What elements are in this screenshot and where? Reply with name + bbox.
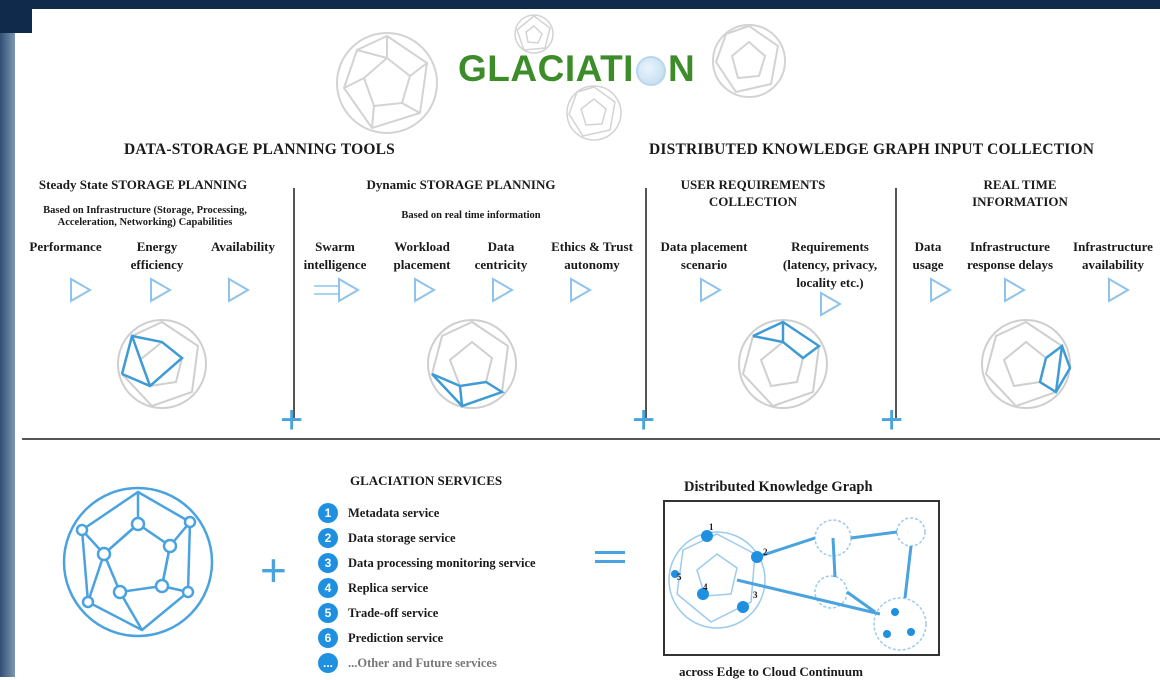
sphere-steady-icon (117, 319, 207, 409)
kg-caption: across Edge to Cloud Continuum (679, 664, 863, 679)
service-label: Prediction service (348, 630, 444, 645)
user-req-item-requirements: Requirements (latency, privacy, locality… (782, 239, 878, 290)
left-frame-bar (0, 9, 15, 677)
service-label: ...Other and Future services (348, 655, 497, 670)
service-number: 3 (318, 553, 338, 573)
glaciation-sphere-icon (62, 486, 214, 638)
play-icon (492, 277, 514, 303)
dynamic-subtitle: Based on real time information (401, 210, 541, 221)
steady-title: Steady State STORAGE PLANNING (38, 177, 248, 192)
service-item: 5 Trade-off service (318, 602, 438, 624)
realtime-title: REAL TIME INFORMATION (972, 177, 1068, 209)
play-icon (338, 277, 360, 303)
kg-node-label: 5 (677, 572, 682, 582)
swarm-arrows-icon (314, 285, 340, 295)
dynamic-item-centricity: Data centricity (474, 239, 528, 272)
service-number: ... (318, 653, 338, 673)
decor-sphere-small (514, 14, 554, 54)
kg-node-label: 4 (703, 582, 708, 592)
play-icon (70, 277, 92, 303)
play-icon (228, 277, 250, 303)
sphere-userreq-icon (738, 319, 828, 409)
steady-item-performance: Performance (29, 239, 102, 254)
service-item: 6 Prediction service (318, 627, 443, 649)
steady-subtitle: Based on Infrastructure (Storage, Proces… (43, 205, 247, 228)
service-label: Data processing monitoring service (348, 555, 536, 570)
divider-3 (895, 188, 897, 418)
top-frame-bar (0, 0, 1160, 9)
kg-node-label: 1 (709, 522, 714, 532)
service-number: 6 (318, 628, 338, 648)
frame-corner (0, 9, 32, 33)
service-item: 2 Data storage service (318, 527, 456, 549)
kg-node-label: 3 (753, 590, 758, 600)
play-icon (1108, 277, 1130, 303)
kg-node-label: 2 (763, 547, 768, 557)
sphere-realtime-icon (981, 319, 1072, 409)
dkg-input-title: DISTRIBUTED KNOWLEDGE GRAPH INPUT COLLEC… (649, 141, 1095, 158)
service-number: 4 (318, 578, 338, 598)
realtime-item-availability: Infrastructure availability (1073, 239, 1153, 272)
realtime-item-usage: Data usage (912, 239, 944, 272)
play-icon (930, 277, 952, 303)
service-label: Data storage service (348, 530, 456, 545)
steady-item-energy: Energy efficiency (130, 239, 184, 272)
knowledge-graph-box: 1 2 3 4 5 (663, 500, 940, 656)
dynamic-item-ethics: Ethics & Trust autonomy (551, 239, 633, 272)
realtime-item-delays: Infrastructure response delays (966, 239, 1054, 272)
section-divider (22, 438, 1160, 440)
service-item-other: ... ...Other and Future services (318, 652, 497, 674)
play-icon (820, 291, 842, 317)
plus-icon: + (260, 544, 287, 596)
play-icon (570, 277, 592, 303)
logo-sphere-icon (635, 56, 666, 87)
planning-tools-title: DATA-STORAGE PLANNING TOOLS (124, 141, 395, 158)
plus-icon: + (632, 398, 656, 442)
dynamic-title: Dynamic STORAGE PLANNING (366, 177, 556, 192)
dynamic-item-swarm: Swarm intelligence (303, 239, 367, 272)
knowledge-graph-diagram (668, 517, 927, 651)
play-icon (414, 277, 436, 303)
service-number: 2 (318, 528, 338, 548)
user-req-title: USER REQUIREMENTS COLLECTION (680, 177, 826, 209)
service-number: 1 (318, 503, 338, 523)
divider-1 (293, 188, 295, 418)
dynamic-item-workload: Workload placement (393, 239, 451, 272)
sphere-dynamic-icon (427, 319, 517, 409)
user-req-item-placement: Data placement scenario (660, 239, 748, 272)
kg-title: Distributed Knowledge Graph (684, 479, 873, 495)
service-label: Metadata service (348, 505, 440, 520)
play-icon (1004, 277, 1026, 303)
service-label: Replica service (348, 580, 429, 595)
service-item: 1 Metadata service (318, 502, 439, 524)
equals-icon (595, 545, 625, 569)
service-label: Trade-off service (348, 605, 439, 620)
plus-icon: + (880, 398, 904, 442)
play-icon (150, 277, 172, 303)
service-number: 5 (318, 603, 338, 623)
divider-2 (645, 188, 647, 418)
decor-sphere-bottom (566, 85, 622, 141)
plus-icon: + (280, 398, 304, 442)
decor-sphere-large (336, 32, 438, 134)
decor-sphere-right (712, 24, 786, 98)
services-title: GLACIATION SERVICES (350, 473, 503, 488)
steady-item-availability: Availability (210, 239, 276, 254)
service-item: 3 Data processing monitoring service (318, 552, 536, 574)
service-item: 4 Replica service (318, 577, 428, 599)
play-icon (700, 277, 722, 303)
